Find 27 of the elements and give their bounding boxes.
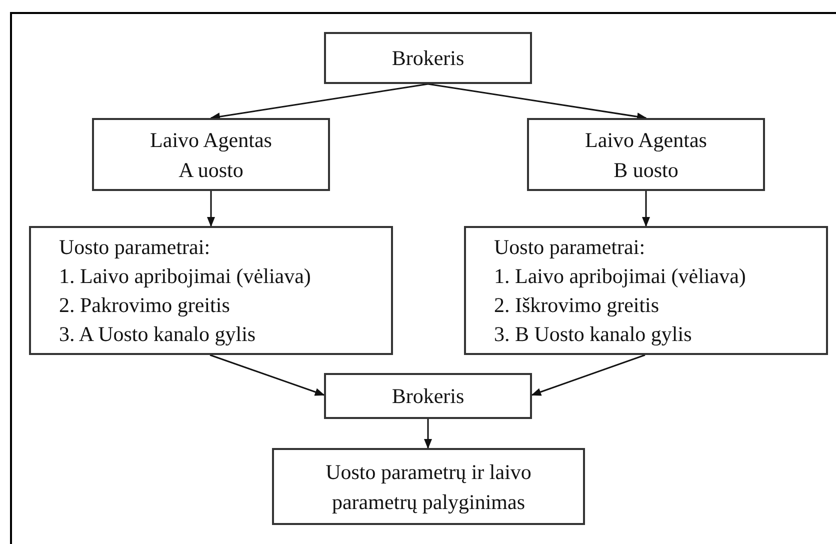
list-heading: Uosto parametrai: [494,234,646,260]
box-label: Brokeris [390,45,466,72]
list-heading: Uosto parametrai: [59,234,210,260]
process-box [29,226,393,355]
list-item: 1. Laivo apribojimai (vėliava) [59,262,311,290]
list-item: 3. A Uosto kanalo gylis [59,320,256,348]
arrow [642,191,650,227]
list-item: 2. Iškrovimo greitis [494,292,660,318]
list-item: 2. Pakrovimo greitis [59,292,230,318]
list-item: 1. Laivo apribojimai (vėliava) [494,262,746,290]
arrow [210,354,325,396]
box-label: Laivo Agentas A uosto [149,126,273,184]
arrow [207,191,215,227]
process-box [324,32,532,84]
process-box [272,448,585,525]
arrow [424,419,432,449]
arrow [531,354,646,396]
process-box [527,118,765,191]
arrow [428,83,647,121]
box-label: Uosto parametrų ir laivo parametrų palyginimas [324,458,532,516]
process-box [464,226,828,355]
arrow [210,83,428,121]
list-item: 3. B Uosto kanalo gylis [494,320,692,348]
box-label: Laivo Agentas B uosto [584,126,708,184]
process-box [92,118,330,191]
box-label: Brokeris [390,383,466,410]
process-box [324,373,532,419]
